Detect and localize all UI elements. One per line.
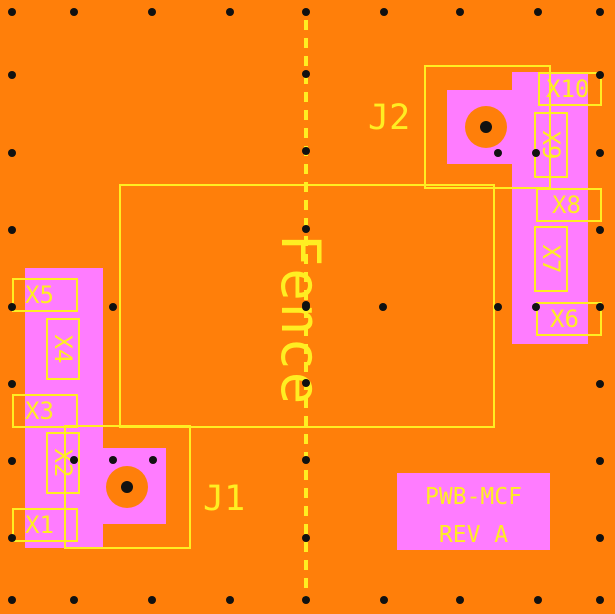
- via: [8, 303, 16, 311]
- fence-label: Fence: [269, 233, 332, 407]
- via: [302, 70, 310, 78]
- via: [596, 226, 604, 234]
- via: [596, 596, 604, 604]
- via: [302, 596, 310, 604]
- x4-label: X4: [49, 334, 77, 364]
- via: [494, 149, 502, 157]
- j2-outline: [424, 65, 551, 189]
- via: [456, 8, 464, 16]
- via: [302, 147, 310, 155]
- pwb-marking-line2: REV A: [438, 522, 509, 548]
- via: [534, 596, 542, 604]
- j1-hole: [121, 481, 133, 493]
- via: [302, 225, 310, 233]
- via: [109, 456, 117, 464]
- via: [302, 456, 310, 464]
- via: [302, 379, 310, 387]
- via: [456, 596, 464, 604]
- via: [8, 596, 16, 604]
- via: [70, 8, 78, 16]
- x10-box: [538, 72, 602, 106]
- via: [380, 596, 388, 604]
- pwb-marking-line1: PWB-MCF: [425, 484, 522, 510]
- via: [8, 380, 16, 388]
- via: [8, 226, 16, 234]
- via: [149, 456, 157, 464]
- via: [596, 534, 604, 542]
- x5-label: X5: [25, 281, 54, 309]
- via: [532, 149, 540, 157]
- x4-box: [46, 318, 80, 380]
- via: [148, 596, 156, 604]
- via: [596, 71, 604, 79]
- via: [534, 8, 542, 16]
- x7-label: X7: [537, 244, 565, 274]
- j2-hole: [480, 121, 492, 133]
- via: [148, 8, 156, 16]
- via: [596, 457, 604, 465]
- via: [596, 8, 604, 16]
- x10-label: X10: [546, 75, 590, 103]
- via: [596, 303, 604, 311]
- via: [226, 596, 234, 604]
- via: [8, 149, 16, 157]
- j2-label: J2: [368, 98, 411, 138]
- x3-label: X3: [25, 397, 54, 425]
- x7-box: [534, 226, 568, 292]
- via: [379, 303, 387, 311]
- via: [494, 303, 502, 311]
- via: [70, 456, 78, 464]
- via: [302, 303, 310, 311]
- pwb-marking-block: PWB-MCF REV A: [397, 473, 550, 550]
- x2-box: [46, 432, 80, 494]
- via: [596, 380, 604, 388]
- via: [532, 303, 540, 311]
- x1-label: X1: [25, 511, 54, 539]
- x1-box: [12, 508, 78, 542]
- via: [8, 8, 16, 16]
- x5-box: [12, 278, 78, 312]
- x9-label: X9: [537, 130, 565, 160]
- via: [226, 8, 234, 16]
- via: [8, 457, 16, 465]
- x8-label: X8: [552, 191, 581, 219]
- x9-box: [534, 112, 568, 178]
- via: [8, 534, 16, 542]
- via: [596, 149, 604, 157]
- x6-label: X6: [550, 305, 579, 333]
- x3-box: [12, 394, 78, 428]
- x8-box: [536, 188, 602, 222]
- via: [302, 534, 310, 542]
- via: [70, 596, 78, 604]
- via: [380, 8, 388, 16]
- via: [8, 71, 16, 79]
- via: [302, 8, 310, 16]
- j1-label: J1: [203, 479, 246, 519]
- via: [109, 303, 117, 311]
- j1-outline: [64, 425, 191, 549]
- x6-box: [536, 302, 602, 336]
